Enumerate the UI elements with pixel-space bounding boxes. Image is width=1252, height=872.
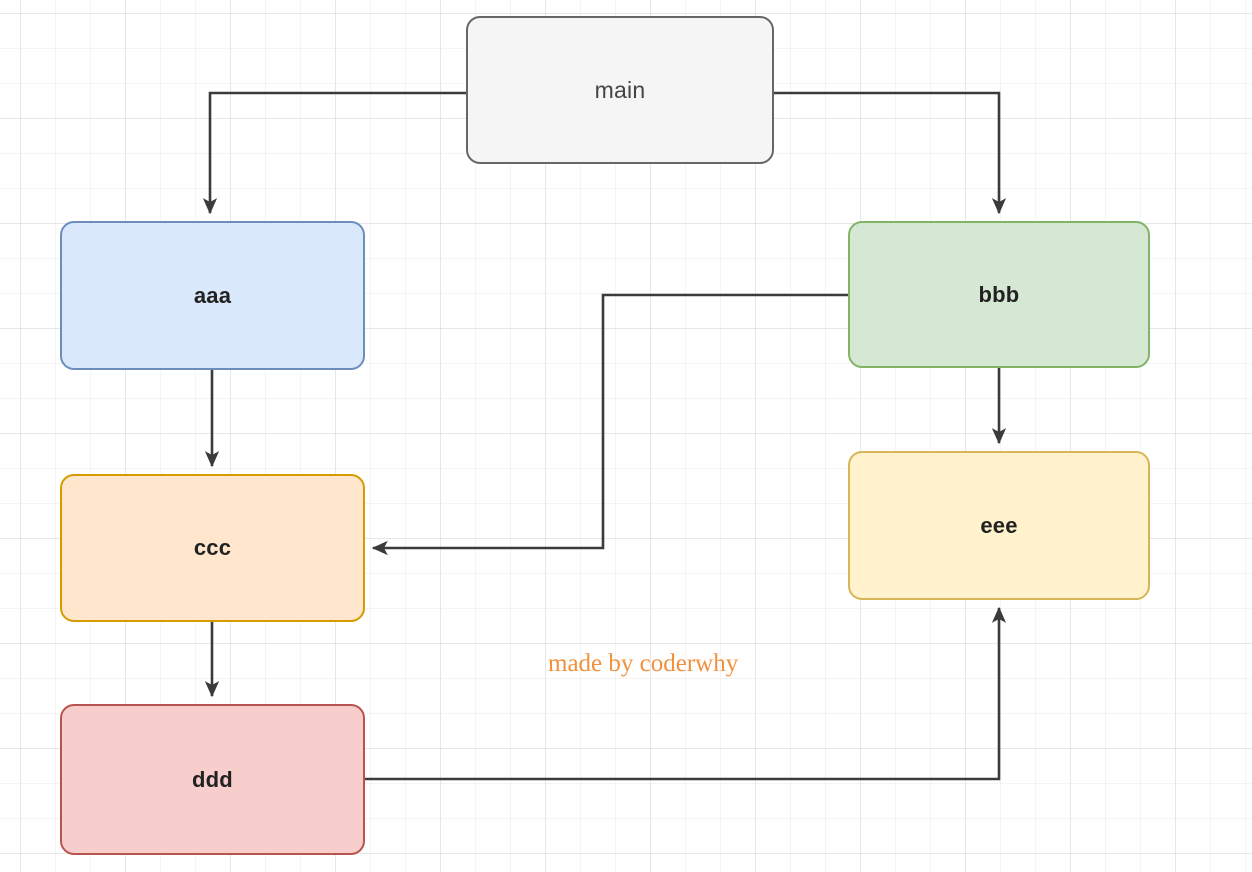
node-eee[interactable]: eee xyxy=(848,451,1150,600)
edge-main-to-bbb xyxy=(774,91,1007,215)
node-aaa[interactable]: aaa xyxy=(60,221,365,370)
node-ccc[interactable]: ccc xyxy=(60,474,365,622)
node-ddd-label: ddd xyxy=(192,766,233,792)
node-main-label: main xyxy=(594,76,646,103)
node-main[interactable]: main xyxy=(466,16,774,164)
edge-bbb-to-ccc xyxy=(371,293,848,556)
node-ccc-label: ccc xyxy=(193,535,232,560)
edge-ddd-to-eee xyxy=(365,606,1007,781)
node-ddd[interactable]: ddd xyxy=(60,704,365,855)
edge-main-to-aaa xyxy=(202,91,466,215)
node-eee-label: eee xyxy=(980,512,1018,538)
watermark-text: made by coderwhy xyxy=(548,650,739,677)
node-bbb-label: bbb xyxy=(978,281,1020,307)
node-aaa-label: aaa xyxy=(193,282,232,308)
node-bbb[interactable]: bbb xyxy=(848,221,1150,368)
